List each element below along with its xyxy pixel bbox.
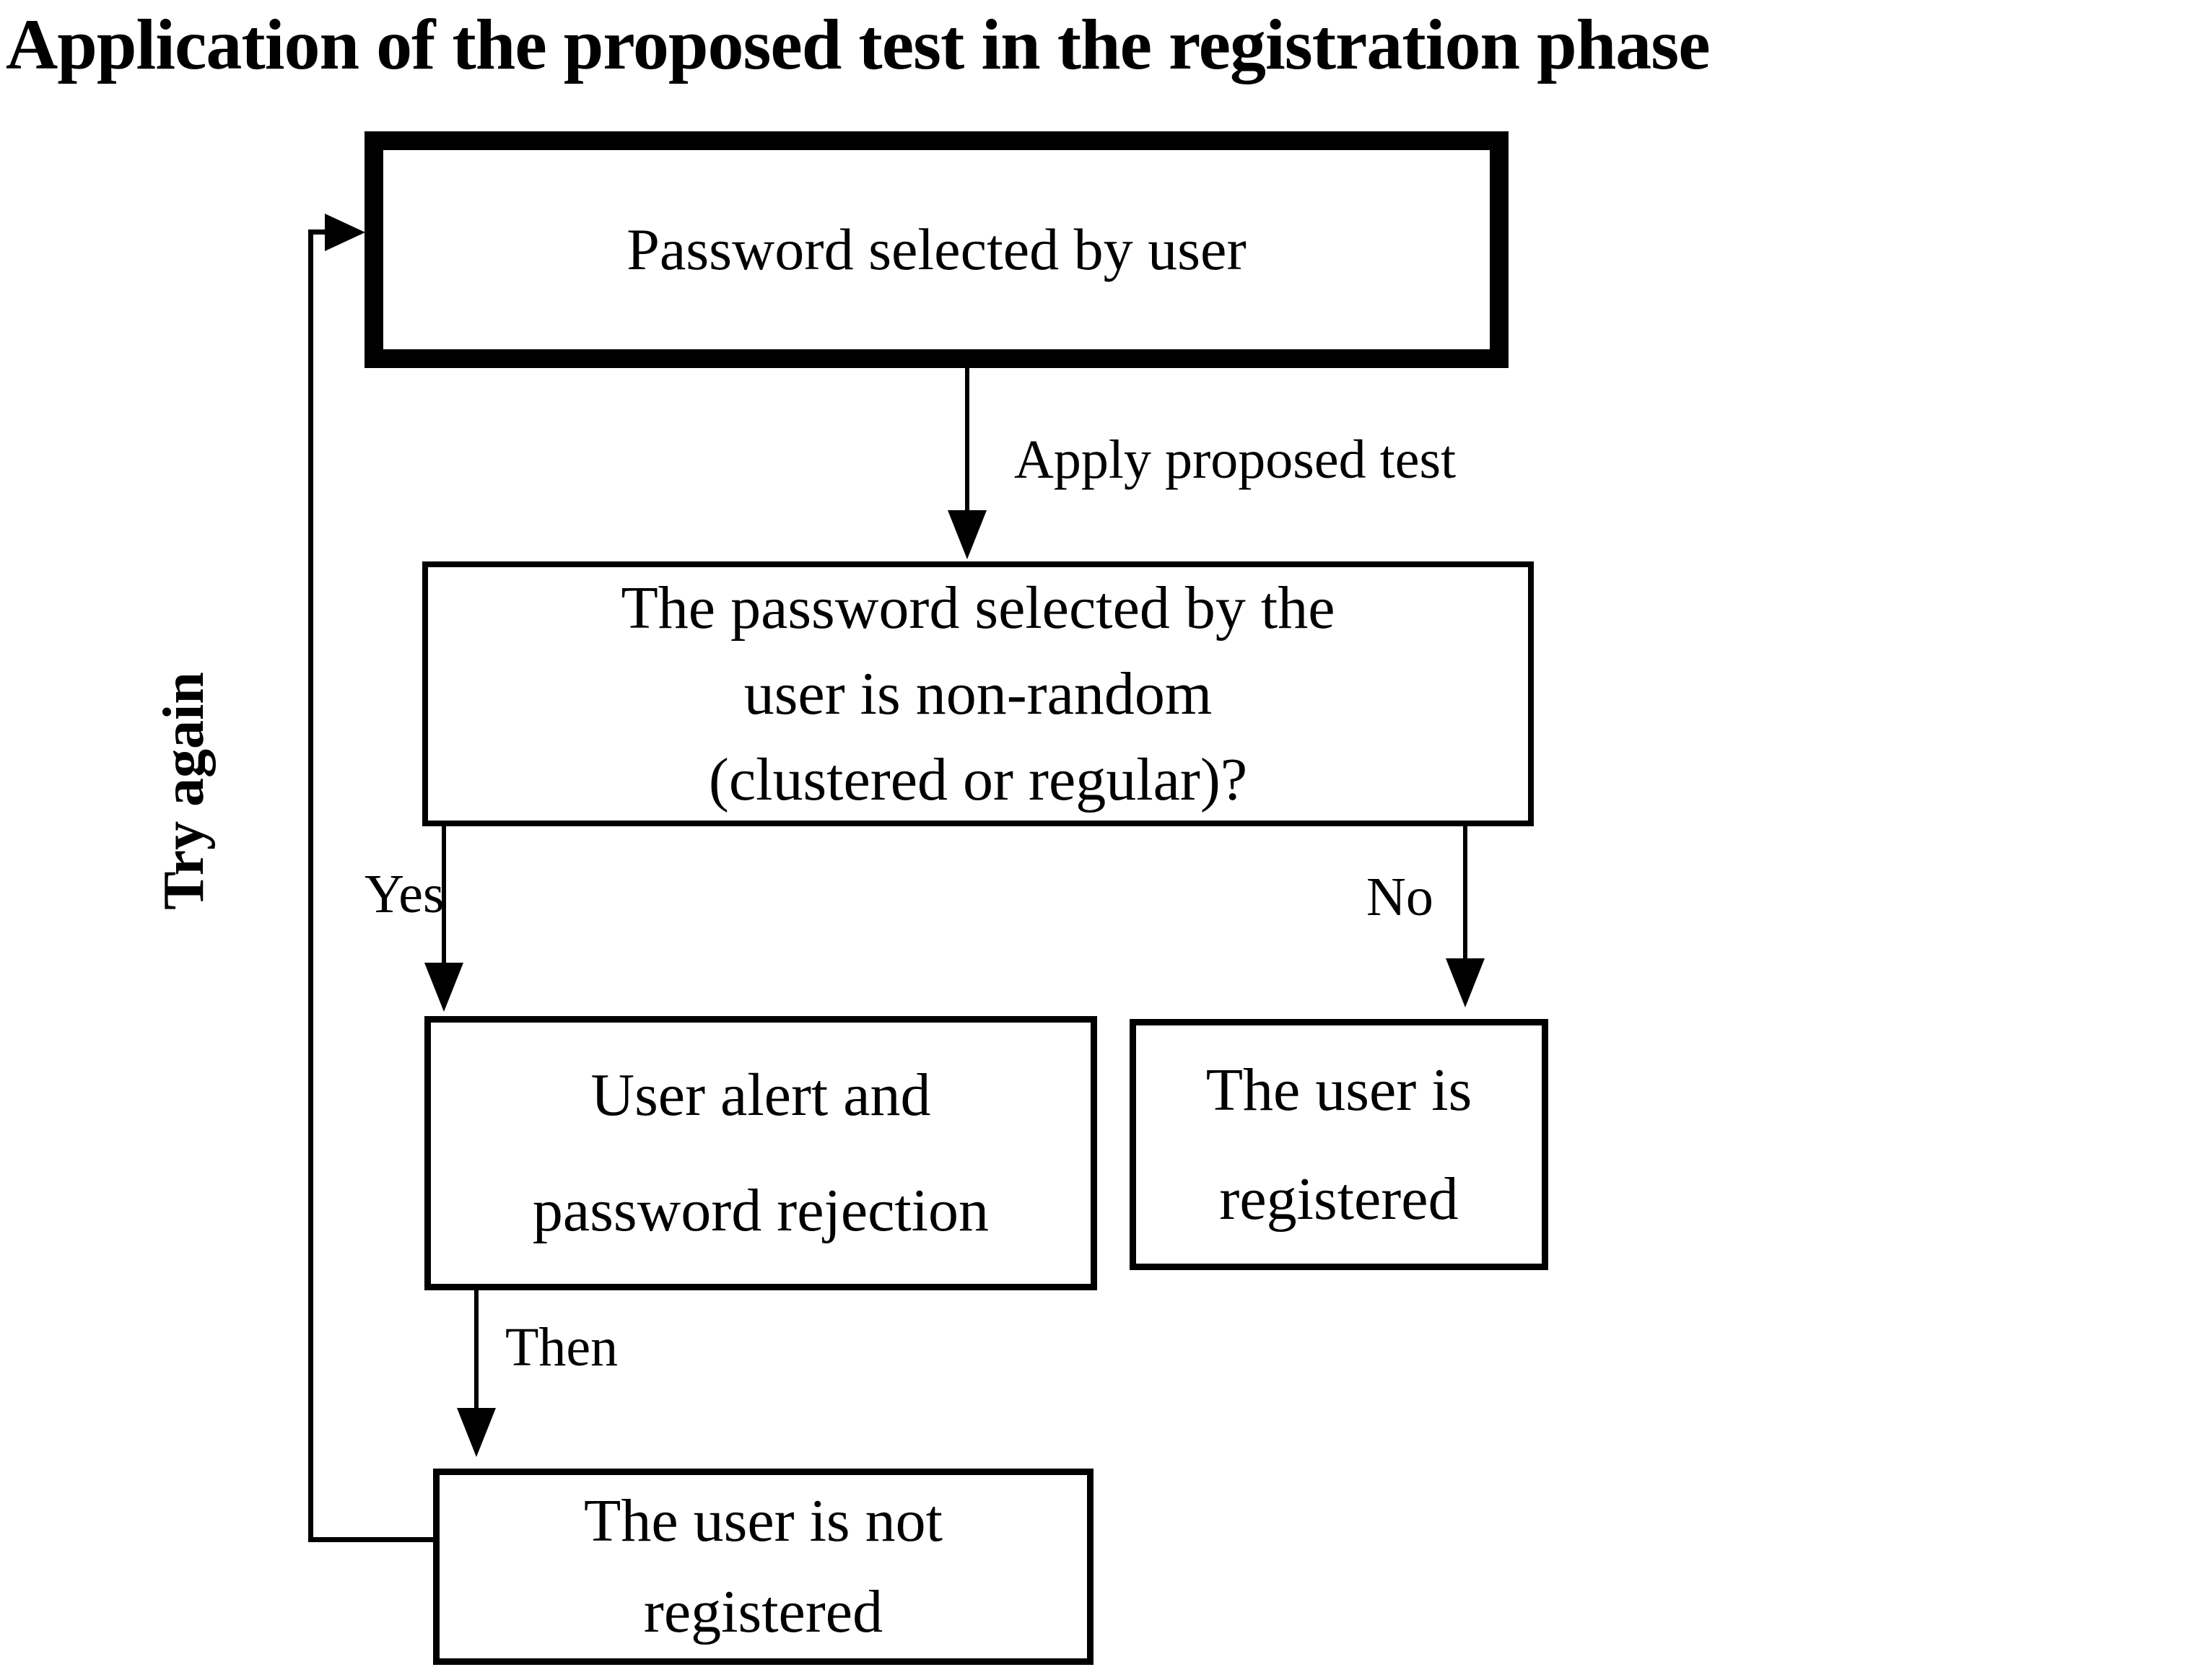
- yes-edge-line: [442, 826, 446, 965]
- then-edge-label: Then: [505, 1317, 619, 1378]
- then-edge-line: [474, 1290, 479, 1410]
- down-arrow-icon: [457, 1408, 496, 1457]
- yes-edge-label: Yes: [364, 864, 445, 924]
- user-alert-box-label: User alert and password rejection: [532, 1062, 990, 1244]
- user-registered-box-label: The user is registered: [1205, 1056, 1472, 1233]
- down-arrow-icon: [1446, 958, 1485, 1007]
- right-arrow-icon: [325, 214, 365, 251]
- retry-edge-label: Try again: [152, 672, 216, 910]
- down-arrow-icon: [424, 963, 463, 1012]
- user-registered-box: The user is registered: [1130, 1019, 1548, 1270]
- apply-edge-line: [965, 368, 969, 514]
- down-arrow-icon: [948, 510, 987, 559]
- apply-edge-label: Apply proposed test: [1014, 429, 1457, 490]
- start-box-label: Password selected by user: [627, 216, 1247, 282]
- retry-edge-vertical-segment: [308, 229, 313, 1542]
- decision-box-label: The password selected by the user is non…: [621, 574, 1335, 814]
- no-edge-line: [1463, 826, 1467, 961]
- decision-box: The password selected by the user is non…: [422, 561, 1534, 826]
- user-alert-box: User alert and password rejection: [424, 1016, 1097, 1290]
- retry-edge-top-segment: [308, 229, 328, 235]
- user-not-registered-box-label: The user is not registered: [584, 1487, 943, 1645]
- start-box: Password selected by user: [364, 131, 1509, 368]
- diagram-title: Application of the proposed test in the …: [6, 4, 1711, 84]
- no-edge-label: No: [1366, 867, 1433, 927]
- user-not-registered-box: The user is not registered: [433, 1469, 1094, 1665]
- retry-edge-bottom-segment: [308, 1537, 435, 1542]
